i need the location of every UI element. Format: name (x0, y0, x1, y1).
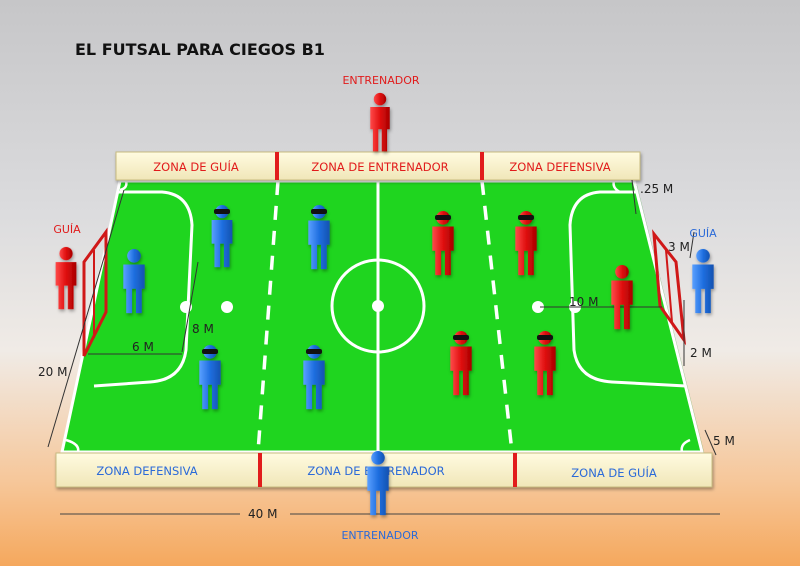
center-spot (372, 300, 384, 312)
eye-mask-icon (435, 215, 451, 220)
corner-arc-bottom-left (65, 438, 80, 453)
eye-mask-icon (311, 209, 327, 214)
measure-quarter-m: .25 M (640, 182, 673, 196)
measure-two-m: 2 M (690, 346, 712, 360)
dimension-line-quarter-m (631, 179, 637, 215)
dimension-line-20m (47, 189, 125, 448)
top-zone-defensive-label: ZONA DEFENSIVA (509, 160, 610, 174)
coach-bottom-label: ENTRENADOR (341, 529, 418, 542)
eye-mask-icon (214, 209, 230, 214)
coach-top-label: ENTRENADOR (342, 74, 419, 87)
bottom-zone-guide-label: ZONA DE GUÍA (571, 465, 657, 480)
eye-mask-icon (453, 335, 469, 340)
futsal-field (60, 179, 704, 454)
diagram-title: EL FUTSAL PARA CIEGOS B1 (75, 40, 325, 59)
guide-right-label: GUÍA (689, 227, 717, 240)
third-line-right (480, 180, 514, 453)
penalty-area-right (568, 190, 687, 388)
goal-right-net (665, 249, 673, 323)
measure-six-m: 6 M (132, 340, 154, 354)
coach-top-figure (370, 92, 390, 152)
measure-forty-m: 40 M (248, 507, 277, 521)
second-penalty-spot-right (532, 301, 544, 313)
dimension-line-3m (689, 231, 695, 259)
measure-five-m: 5 M (713, 434, 735, 448)
corner-arc-bottom-right (680, 438, 691, 453)
eye-mask-icon (518, 215, 534, 220)
guide-left-figure (55, 246, 77, 310)
corner-arc-top-right (612, 180, 621, 194)
dimension-line-8m (181, 261, 199, 353)
measure-twenty-m: 20 M (38, 365, 67, 379)
eye-mask-icon (306, 349, 322, 354)
measure-ten-m: 10 M (569, 295, 598, 309)
top-zone-guide-label: ZONA DE GUÍA (153, 159, 239, 174)
measure-eight-m: 8 M (192, 322, 214, 336)
third-line-left (256, 180, 280, 453)
guide-left-label: GUÍA (53, 223, 81, 236)
eye-mask-icon (537, 335, 553, 340)
guide-right-figure (692, 248, 714, 314)
measure-three-m: 3 M (668, 240, 690, 254)
top-zone-boards (115, 151, 641, 181)
penalty-area-left (93, 190, 194, 388)
top-zone-coach-label: ZONA DE ENTRENADOR (311, 160, 448, 174)
eye-mask-icon (202, 349, 218, 354)
corner-arc-top-left (119, 180, 128, 192)
center-circle (330, 258, 426, 354)
second-penalty-spot-left (221, 301, 233, 313)
bottom-zone-defensive-label: ZONA DEFENSIVA (96, 464, 197, 478)
dimension-line-5m (704, 429, 717, 456)
